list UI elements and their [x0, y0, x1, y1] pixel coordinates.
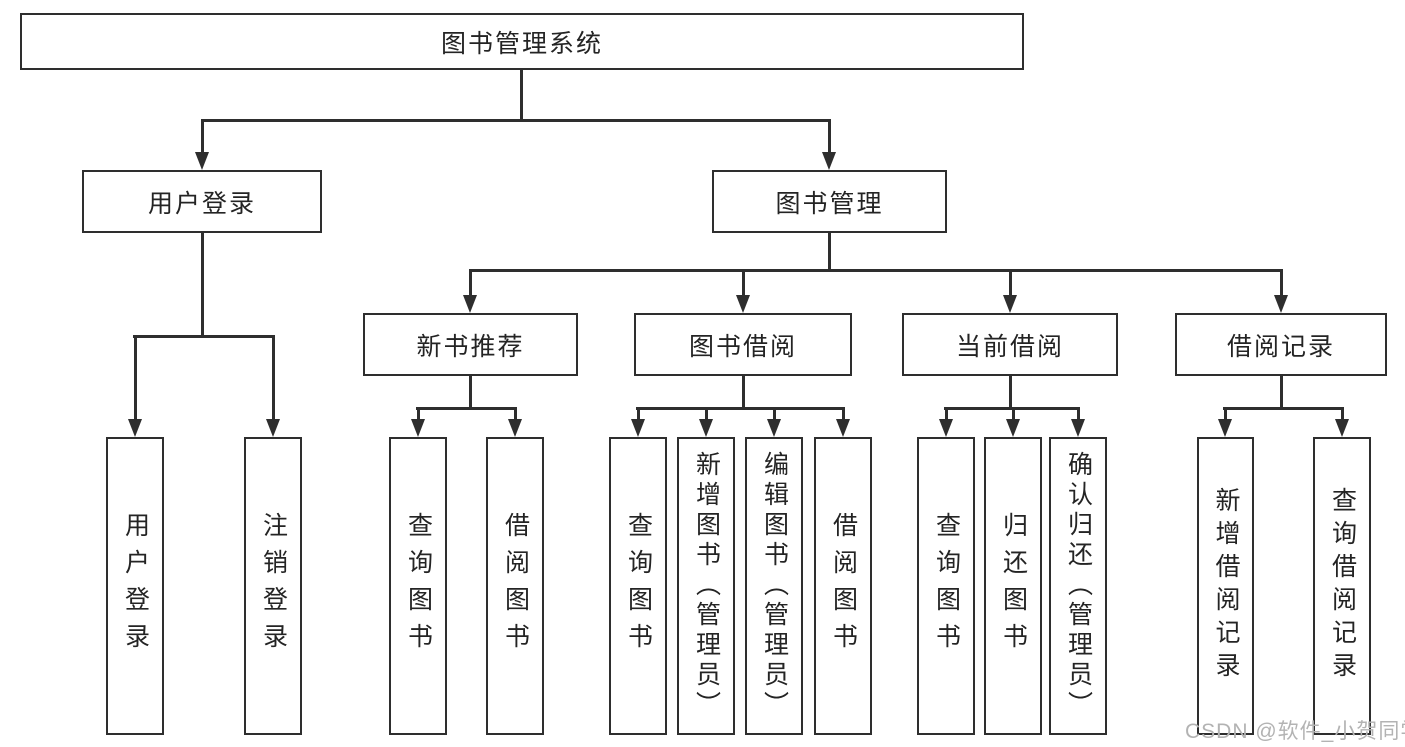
arrow-down-icon [128, 419, 142, 437]
arrow-down-icon [1006, 419, 1020, 437]
connector-drop [1012, 407, 1015, 421]
arrow-down-icon [1003, 295, 1017, 313]
arrow-down-icon [195, 152, 209, 170]
node-user-login-label: 用户登录 [147, 189, 256, 218]
leaf-query-borrow-record: 查询借阅记录 [1313, 437, 1371, 735]
arrow-down-icon [822, 152, 836, 170]
leaf-borrow-books-recommend: 借阅图书 [486, 437, 544, 735]
connector-stem [742, 376, 745, 407]
connector-drop [1224, 407, 1227, 421]
leaf-confirm-return-admin: 确认归还（管理员） [1049, 437, 1107, 735]
leaf-borrow-books: 借阅图书 [814, 437, 872, 735]
leaf-query-books-recommend: 查询图书 [389, 437, 447, 735]
node-book-management: 图书管理 [712, 170, 947, 233]
node-borrowing-records: 借阅记录 [1175, 313, 1387, 376]
node-new-book-recommend: 新书推荐 [363, 313, 578, 376]
node-new-book-recommend-label: 新书推荐 [416, 332, 525, 361]
connector-stem [1009, 376, 1012, 407]
arrow-down-icon [699, 419, 713, 437]
connector-drop [134, 335, 137, 421]
connector-bar [469, 269, 1283, 272]
connector-bar [1223, 407, 1344, 410]
connector-stem [201, 233, 204, 335]
node-current-borrowing-label: 当前借阅 [955, 332, 1064, 361]
connector-bar [201, 119, 831, 122]
csdn-watermark: CSDN @软件_小贺同学 [1185, 720, 1405, 743]
connector-bar [133, 335, 275, 338]
connector-stem [828, 233, 831, 269]
connector-drop [828, 119, 831, 155]
node-library-system-label: 图书管理系统 [440, 29, 603, 58]
leaf-edit-books-admin-label: 编辑图书（管理员） [760, 451, 789, 721]
connector-stem [520, 70, 523, 119]
leaf-logout: 注销登录 [244, 437, 302, 735]
connector-drop [1280, 269, 1283, 297]
connector-stem [1280, 376, 1283, 407]
node-borrowing-records-label: 借阅记录 [1226, 332, 1335, 361]
arrow-down-icon [767, 419, 781, 437]
leaf-add-borrow-record-label: 新增借阅记录 [1212, 487, 1240, 685]
leaf-borrow-books-label: 借阅图书 [829, 512, 858, 660]
leaf-add-books-admin: 新增图书（管理员） [677, 437, 735, 735]
arrow-down-icon [736, 295, 750, 313]
arrow-down-icon [1335, 419, 1349, 437]
connector-bar [636, 407, 845, 410]
leaf-query-borrow-record-label: 查询借阅记录 [1328, 487, 1357, 685]
arrow-down-icon [836, 419, 850, 437]
connector-drop [773, 407, 776, 421]
connector-drop [742, 269, 745, 297]
leaf-query-books-current: 查询图书 [917, 437, 975, 735]
node-book-borrowing: 图书借阅 [634, 313, 852, 376]
leaf-add-books-admin-label: 新增图书（管理员） [692, 451, 721, 721]
leaf-return-books: 归还图书 [984, 437, 1042, 735]
leaf-borrow-books-recommend-label: 借阅图书 [501, 512, 530, 660]
leaf-query-books-borrowing-label: 查询图书 [624, 512, 653, 660]
connector-drop [705, 407, 708, 421]
leaf-query-books-current-label: 查询图书 [932, 512, 961, 660]
node-book-borrowing-label: 图书借阅 [688, 332, 797, 361]
arrow-down-icon [939, 419, 953, 437]
arrow-down-icon [411, 419, 425, 437]
leaf-add-borrow-record: 新增借阅记录 [1197, 437, 1254, 735]
arrow-down-icon [463, 295, 477, 313]
node-user-login: 用户登录 [82, 170, 322, 233]
node-library-system: 图书管理系统 [20, 13, 1024, 70]
connector-drop [842, 407, 845, 421]
leaf-user-login-label: 用户登录 [121, 512, 150, 660]
leaf-query-books-recommend-label: 查询图书 [404, 512, 433, 660]
leaf-logout-label: 注销登录 [259, 512, 288, 660]
arrow-down-icon [1218, 419, 1232, 437]
arrow-down-icon [508, 419, 522, 437]
arrow-down-icon [266, 419, 280, 437]
connector-drop [469, 269, 472, 297]
node-book-management-label: 图书管理 [775, 189, 884, 218]
connector-drop [272, 335, 275, 421]
leaf-return-books-label: 归还图书 [999, 512, 1028, 660]
arrow-down-icon [1274, 295, 1288, 313]
connector-drop [1077, 407, 1080, 421]
leaf-query-books-borrowing: 查询图书 [609, 437, 667, 735]
connector-stem [469, 376, 472, 407]
connector-drop [201, 119, 204, 155]
connector-drop [514, 407, 517, 421]
leaf-user-login: 用户登录 [106, 437, 164, 735]
connector-drop [945, 407, 948, 421]
leaf-edit-books-admin: 编辑图书（管理员） [745, 437, 803, 735]
node-current-borrowing: 当前借阅 [902, 313, 1118, 376]
leaf-confirm-return-admin-label: 确认归还（管理员） [1064, 451, 1093, 721]
connector-drop [637, 407, 640, 421]
arrow-down-icon [631, 419, 645, 437]
connector-bar [416, 407, 517, 410]
connector-drop [417, 407, 420, 421]
arrow-down-icon [1071, 419, 1085, 437]
connector-drop [1341, 407, 1344, 421]
connector-drop [1009, 269, 1012, 297]
